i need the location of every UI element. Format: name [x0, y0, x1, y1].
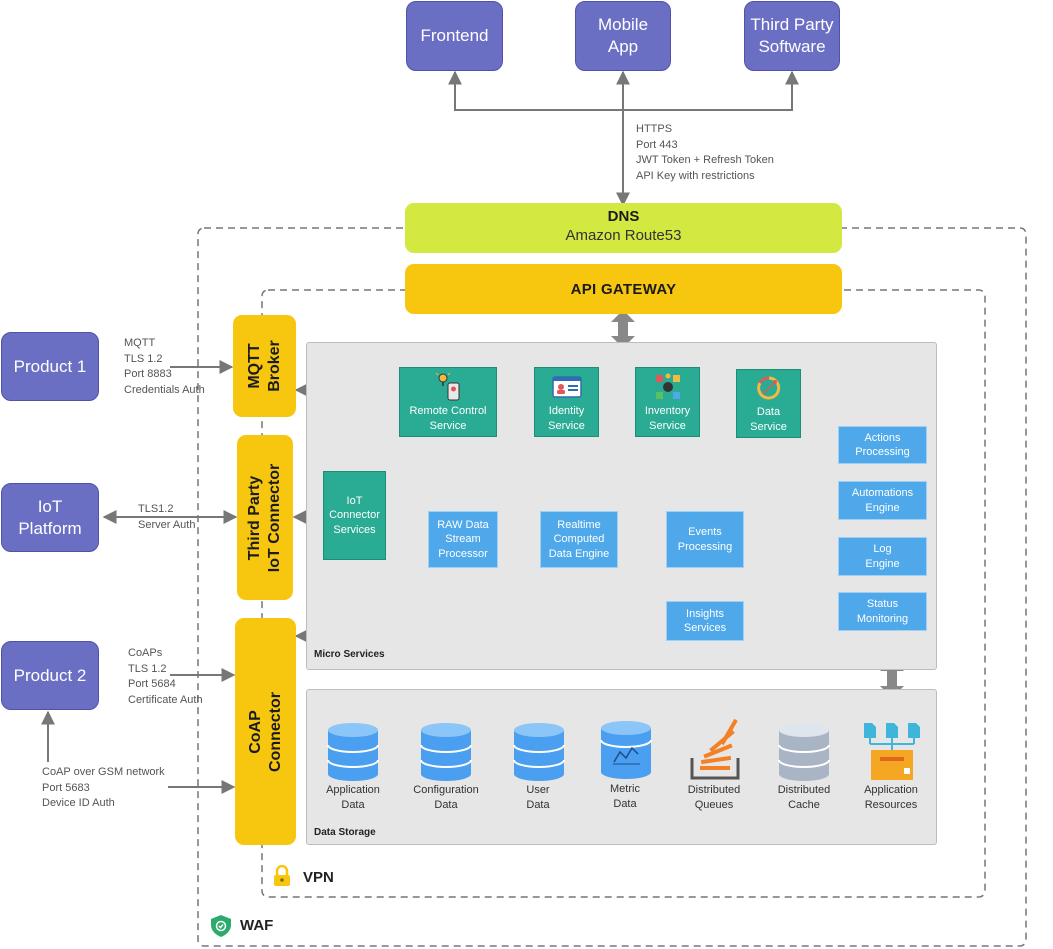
mqtt-broker: MQTT Broker	[233, 315, 296, 417]
data-storage-label: Data Storage	[314, 827, 376, 838]
mobile-app-label: Mobile App	[597, 15, 649, 56]
storage-user-data-label: User Data	[526, 784, 550, 811]
inventory-icon	[655, 373, 680, 399]
third-party-iot-connector: Third Party IoT Connector	[237, 435, 293, 600]
product1-device: Product 1	[1, 332, 99, 401]
automations-engine: Automations Engine	[838, 481, 927, 520]
third-party-software-client: Third Party Software	[744, 1, 840, 71]
inventory-label: Inventory Service	[644, 405, 691, 432]
iot-platform-device: IoT Platform	[1, 483, 99, 552]
actions-processing: Actions Processing	[838, 426, 927, 464]
mqtt-broker-label: MQTT Broker	[245, 340, 283, 392]
product2-note: CoAPs TLS 1.2 Port 5684 Certificate Auth	[128, 647, 203, 706]
storage-distributed-cache-label: Distributed Cache	[777, 784, 831, 811]
automations-label: Automations Engine	[851, 487, 914, 514]
raw-data-stream-processor: RAW Data Stream Processor	[428, 511, 498, 568]
remote-control-label: Remote Control Service	[409, 405, 487, 432]
product2-label: Product 2	[13, 665, 87, 685]
waf-label: WAF	[240, 917, 274, 934]
storage-application-data-label: Application Data	[326, 784, 380, 811]
data-label: Data Service	[750, 406, 787, 433]
coap-connector-label: CoAP Connector	[246, 691, 284, 772]
gateway-services-arrow	[611, 310, 635, 348]
storage-application-resources-label: Application Resources	[864, 784, 918, 811]
events-processing: Events Processing	[666, 511, 744, 568]
frontend-label: Frontend	[420, 26, 489, 45]
storage-configuration-data-label: Configuration Data	[413, 784, 479, 811]
frontend-client: Frontend	[406, 1, 503, 71]
storage-metric-data-label: Metric Data	[610, 783, 640, 810]
user-data-database-icon	[513, 723, 565, 781]
identity-label: Identity Service	[548, 405, 585, 432]
remote-control-service: Remote Control Service	[399, 367, 497, 437]
insights-label: Insights Services	[683, 607, 727, 635]
log-engine: Log Engine	[838, 537, 927, 576]
client-connection-note: HTTPS Port 443 JWT Token + Refresh Token…	[636, 123, 774, 182]
distributed-queues-icon	[690, 718, 740, 780]
mobile-app-client: Mobile App	[575, 1, 671, 71]
identity-service: Identity Service	[534, 367, 599, 437]
data-service: Data Service	[736, 369, 801, 438]
raw-data-label: RAW Data Stream Processor	[437, 518, 489, 560]
third-party-iot-connector-label: Third Party IoT Connector	[246, 463, 283, 572]
data-chart-icon	[756, 376, 780, 400]
insights-services: Insights Services	[666, 601, 744, 641]
lock-icon	[274, 865, 290, 886]
product2-device: Product 2	[1, 641, 99, 710]
api-gateway-label: API GATEWAY	[570, 280, 677, 298]
iot-platform-label: IoT Platform	[18, 496, 82, 538]
iot-connector-services: IoT Connector Services	[323, 471, 386, 560]
status-label: Status Monitoring	[856, 598, 909, 625]
dns-box: DNS Amazon Route53	[405, 203, 842, 253]
log-label: Log Engine	[865, 543, 900, 570]
storage-distributed-queues-label: Distributed Queues	[687, 784, 741, 811]
vpn-label: VPN	[303, 869, 334, 886]
inventory-service: Inventory Service	[635, 367, 700, 437]
realtime-computed-data-engine: Realtime Computed Data Engine	[540, 511, 618, 568]
third-party-software-label: Third Party Software	[750, 15, 834, 56]
actions-label: Actions Processing	[855, 431, 910, 459]
dns-title: DNS	[607, 208, 640, 225]
status-monitoring: Status Monitoring	[838, 592, 927, 631]
realtime-label: Realtime Computed Data Engine	[548, 518, 610, 560]
product1-label: Product 1	[13, 356, 87, 376]
micro-services-label: Micro Services	[314, 649, 385, 660]
application-data-database-icon	[327, 723, 379, 781]
metric-data-database-icon	[600, 721, 652, 779]
product1-note: MQTT TLS 1.2 Port 8883 Credentials Auth	[124, 337, 205, 396]
configuration-data-database-icon	[420, 723, 472, 781]
identity-card-icon	[551, 376, 582, 398]
dns-subtitle: Amazon Route53	[565, 227, 682, 244]
events-label: Events Processing	[677, 526, 733, 553]
distributed-cache-icon	[778, 723, 830, 781]
iot-platform-note: TLS1.2 Server Auth	[138, 503, 196, 531]
application-resources-icon	[864, 723, 920, 780]
gsm-note: CoAP over GSM network Port 5683 Device I…	[42, 766, 165, 809]
api-gateway: API GATEWAY	[405, 264, 842, 314]
shield-icon	[211, 915, 231, 937]
coap-connector: CoAP Connector	[235, 618, 296, 845]
iot-connector-label: IoT Connector Services	[329, 494, 380, 536]
remote-control-icon	[435, 372, 460, 401]
